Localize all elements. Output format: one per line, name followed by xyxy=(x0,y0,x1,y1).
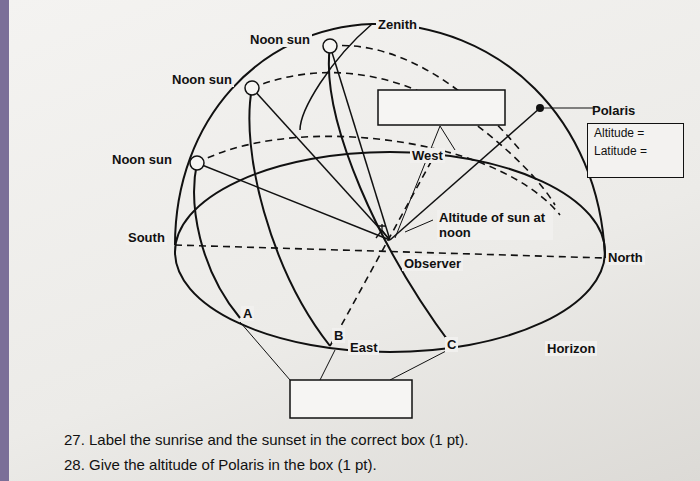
answer-box xyxy=(290,380,412,418)
direction-label: East xyxy=(348,340,379,355)
direction-label: South xyxy=(126,230,167,245)
polaris-dot xyxy=(536,104,544,112)
sun-sight-line xyxy=(252,88,390,240)
sun-path xyxy=(194,163,240,318)
point-label: A xyxy=(241,306,254,321)
leader-line xyxy=(440,126,455,150)
answer-box: PolarisAltitude =Latitude = xyxy=(587,123,684,178)
leader-line xyxy=(240,322,290,380)
sun-sight-line xyxy=(330,46,390,240)
south-north-line xyxy=(175,245,605,258)
direction-label: North xyxy=(606,250,645,265)
noon-sun-label: Noon sun xyxy=(170,72,234,87)
page-edge xyxy=(0,0,9,481)
leader-line xyxy=(405,220,433,232)
question-text: 27. Label the sunrise and the sunset in … xyxy=(62,432,470,447)
sun-sight-line xyxy=(197,163,390,240)
star-label: Polaris xyxy=(592,103,635,118)
leader-line xyxy=(390,350,448,380)
direction-label: West xyxy=(410,148,445,163)
point-label: B xyxy=(332,328,345,343)
leader-line xyxy=(540,108,595,109)
answer-box xyxy=(378,90,505,125)
sun-path xyxy=(249,88,330,346)
leader-line xyxy=(395,126,440,238)
observer-label: Observer xyxy=(402,256,463,271)
noon-sun-circle xyxy=(245,81,259,95)
east-west-line xyxy=(330,160,432,346)
noon-sun-circle xyxy=(190,156,204,170)
noon-sun-label: Noon sun xyxy=(110,152,174,167)
leader-line xyxy=(320,350,335,380)
celestial-dome xyxy=(175,24,605,258)
sun-path-back xyxy=(330,46,520,150)
altitude-label: Altitude of sun at noon xyxy=(437,210,553,240)
horizon-label: Horizon xyxy=(545,341,597,356)
box-text: Latitude = xyxy=(588,142,683,160)
question-text: 28. Give the altitude of Polaris in the … xyxy=(62,457,379,472)
horizon-ellipse xyxy=(175,152,605,352)
zenith-label: Zenith xyxy=(376,17,419,32)
noon-sun-circle xyxy=(323,39,337,53)
box-text: Altitude = xyxy=(588,124,683,142)
point-label: C xyxy=(445,337,458,352)
noon-sun-label: Noon sun xyxy=(248,32,312,47)
observer-figure xyxy=(376,224,388,238)
